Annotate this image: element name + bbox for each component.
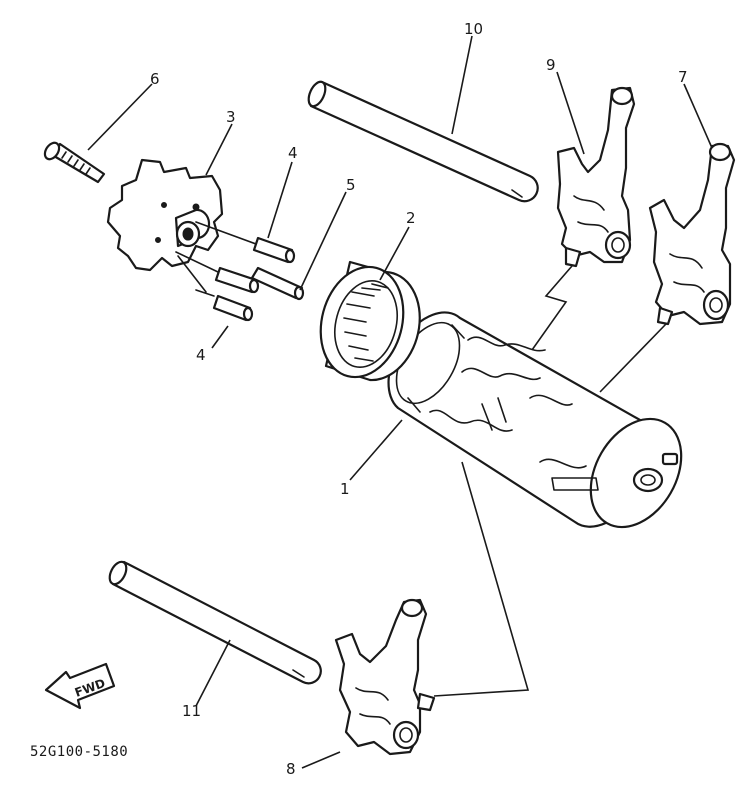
callout-5: 5 (346, 176, 356, 194)
callout-9: 9 (546, 56, 556, 74)
shift-fork-shaft-lower (108, 560, 322, 685)
alignment-line-3 (177, 255, 215, 297)
bearing (319, 260, 421, 382)
shift-fork-shaft-upper (307, 80, 539, 203)
callout-10: 10 (464, 20, 483, 38)
callout-7: 7 (678, 68, 688, 86)
forward-arrow-icon: FWD (44, 662, 116, 710)
callout-4-upper: 4 (288, 144, 298, 162)
shift-fork-7 (648, 142, 736, 326)
callout-4-lower: 4 (196, 346, 206, 364)
fork-8-engagement-line (433, 461, 530, 697)
shift-fork-8 (334, 598, 436, 756)
callout-8: 8 (286, 760, 296, 778)
callout-3: 3 (226, 108, 236, 126)
callout-6: 6 (150, 70, 160, 88)
leader-lines (87, 35, 713, 769)
diagram-code: 52G100-5180 (30, 744, 128, 760)
callout-2: 2 (406, 209, 416, 227)
alignment-line-2 (175, 251, 219, 273)
dowel-pin-middle (214, 266, 260, 294)
dowel-pin-upper (252, 236, 296, 264)
screw (43, 141, 106, 184)
pin (250, 266, 305, 301)
callout-11: 11 (182, 702, 201, 720)
alignment-line-1 (195, 221, 257, 245)
shift-drum (387, 311, 683, 529)
fork-9-engagement-line (531, 265, 573, 351)
fork-7-engagement-line (599, 323, 667, 393)
callout-1: 1 (340, 480, 350, 498)
segment (106, 158, 224, 272)
dowel-pin-lower (212, 294, 254, 322)
shift-fork-9 (556, 86, 636, 268)
